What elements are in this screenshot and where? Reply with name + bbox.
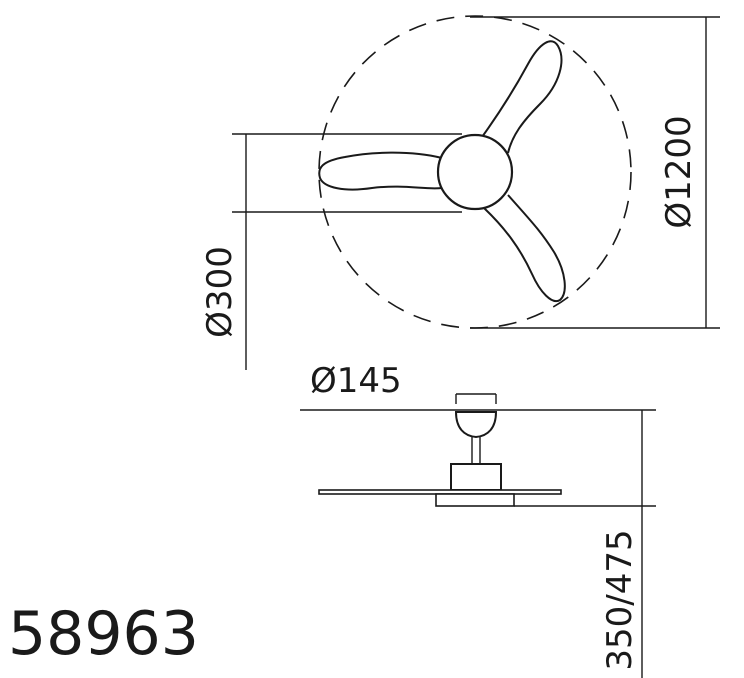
model-number: 58963	[8, 599, 199, 669]
ceiling-canopy	[454, 411, 498, 439]
lower-housing	[435, 493, 515, 507]
dim-span-diameter-label: Ø1200	[659, 115, 699, 228]
motor-hub	[436, 133, 514, 211]
dim-drop-height-label: 350/475	[600, 529, 640, 670]
blade-lower-right	[483, 194, 566, 303]
blade-upper-right	[481, 40, 563, 154]
top-view: Ø1200 Ø300	[200, 15, 720, 370]
dim-hub-span-diameter-label: Ø300	[200, 246, 240, 338]
blade-left	[318, 151, 443, 191]
dim-canopy-diameter-label: Ø145	[310, 361, 402, 401]
side-view: Ø145 350/475	[300, 361, 656, 678]
motor-housing	[450, 463, 502, 491]
